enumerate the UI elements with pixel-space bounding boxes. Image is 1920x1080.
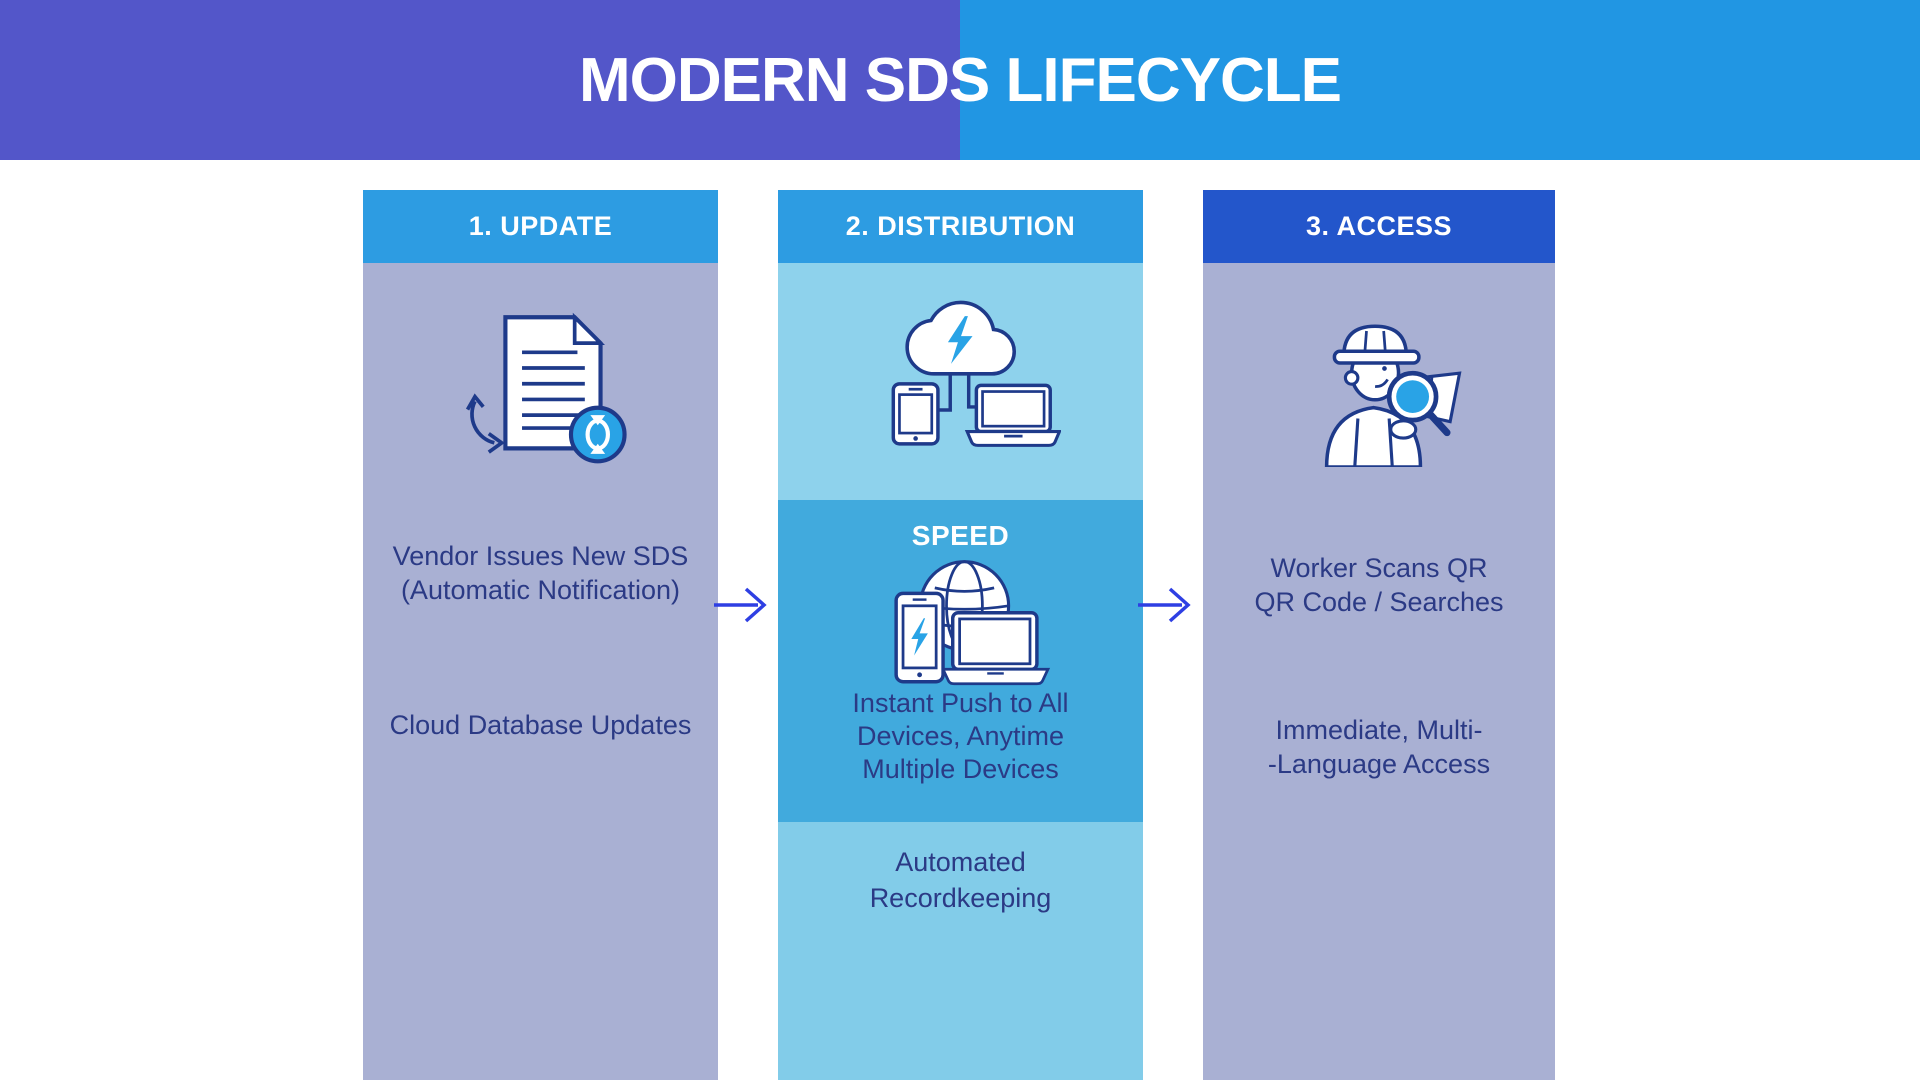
access-text-primary: Worker Scans QR QR Code / Searches — [1254, 553, 1504, 617]
distribution-recordkeeping-section: Automated Recordkeeping — [778, 822, 1143, 1080]
column-header-access: 3. ACCESS — [1203, 190, 1555, 263]
update-text-secondary: Cloud Database Updates — [389, 710, 692, 740]
update-text-primary: Vendor Issues New SDS (Automatic Notific… — [392, 541, 689, 605]
column-update: 1. UPDATE — [363, 190, 718, 1080]
column-access: 3. ACCESS — [1203, 190, 1555, 1080]
column-body-update: Vendor Issues New SDS (Automatic Notific… — [363, 263, 718, 1080]
flow-arrow-update-to-distribution — [712, 583, 776, 627]
column-header-distribution: 2. DISTRIBUTION — [778, 190, 1143, 263]
distribution-speed-section: SPEED — [778, 500, 1143, 822]
speed-text: Instant Push to All Devices, Anytime Mul… — [852, 688, 1069, 784]
cloud-sync-devices-icon — [778, 293, 1143, 447]
access-text-secondary: Immediate, Multi- -Language Access — [1267, 715, 1491, 779]
recordkeeping-text: Automated Recordkeeping — [869, 847, 1052, 913]
page-title: MODERN SDS LIFECYCLE — [579, 45, 1342, 115]
banner-left-half — [0, 0, 960, 160]
worker-magnifier-icon — [1203, 295, 1555, 467]
column-header-update: 1. UPDATE — [363, 190, 718, 263]
column-distribution: 2. DISTRIBUTION — [778, 190, 1143, 1080]
distribution-cloud-section — [778, 263, 1143, 500]
flow-arrow-distribution-to-access — [1136, 583, 1200, 627]
column-body-access: Worker Scans QR QR Code / Searches Immed… — [1203, 263, 1555, 1080]
column-body-distribution: SPEED — [778, 263, 1143, 1080]
banner-right-half — [960, 0, 1920, 160]
speed-heading: SPEED — [911, 520, 1010, 551]
globe-devices-icon — [778, 552, 1143, 690]
title-banner: MODERN SDS LIFECYCLE — [0, 0, 1920, 160]
document-sync-icon — [363, 308, 718, 465]
